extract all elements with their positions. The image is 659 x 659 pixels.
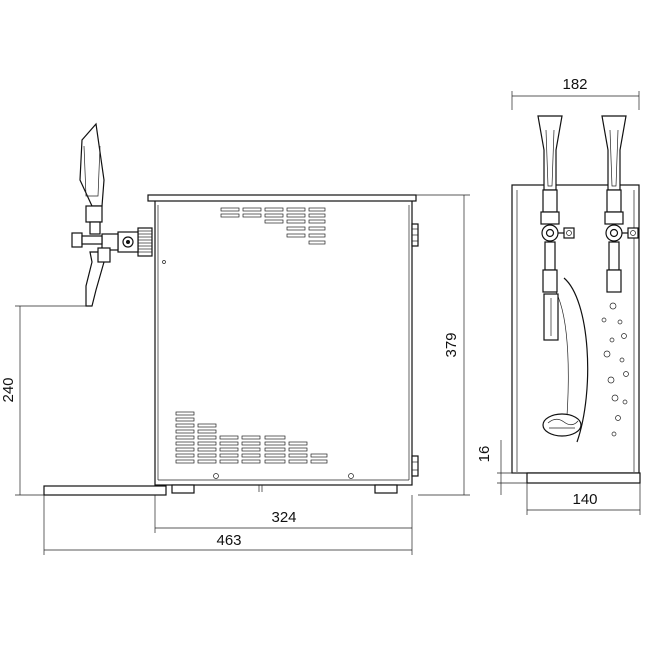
foot-back <box>374 484 398 494</box>
beer-tap-side <box>71 122 153 307</box>
front-view <box>511 115 641 484</box>
front-base <box>526 472 641 484</box>
bubble-decoration <box>601 302 629 437</box>
dim-base-width: 140 <box>572 491 597 508</box>
foot-front <box>171 484 195 494</box>
dim-height-total: 379 <box>443 332 460 357</box>
beer-tap-front-right <box>601 115 639 293</box>
decorative-curve <box>555 291 569 431</box>
beer-tap-front-left <box>537 115 575 293</box>
dim-top-width: 182 <box>562 76 587 93</box>
brand-logo-badge <box>542 413 582 437</box>
rear-connector-bottom <box>411 455 419 477</box>
side-view <box>43 122 419 496</box>
vertical-label-plate <box>543 293 559 341</box>
decorative-curve <box>563 277 589 443</box>
top-vent-slots <box>220 207 326 245</box>
cabinet-top-lid <box>147 194 417 202</box>
dimension-lines <box>15 91 641 555</box>
drip-tray-plate <box>43 485 167 496</box>
screw <box>213 473 219 479</box>
dim-base-height: 16 <box>476 446 493 463</box>
rear-connector-top <box>411 223 419 247</box>
dim-body-depth: 324 <box>271 509 296 526</box>
bottom-vent-slots <box>175 411 328 464</box>
dim-tap-height: 240 <box>0 377 17 402</box>
dim-total-depth: 463 <box>216 532 241 549</box>
screw <box>348 473 354 479</box>
screw <box>162 260 166 264</box>
